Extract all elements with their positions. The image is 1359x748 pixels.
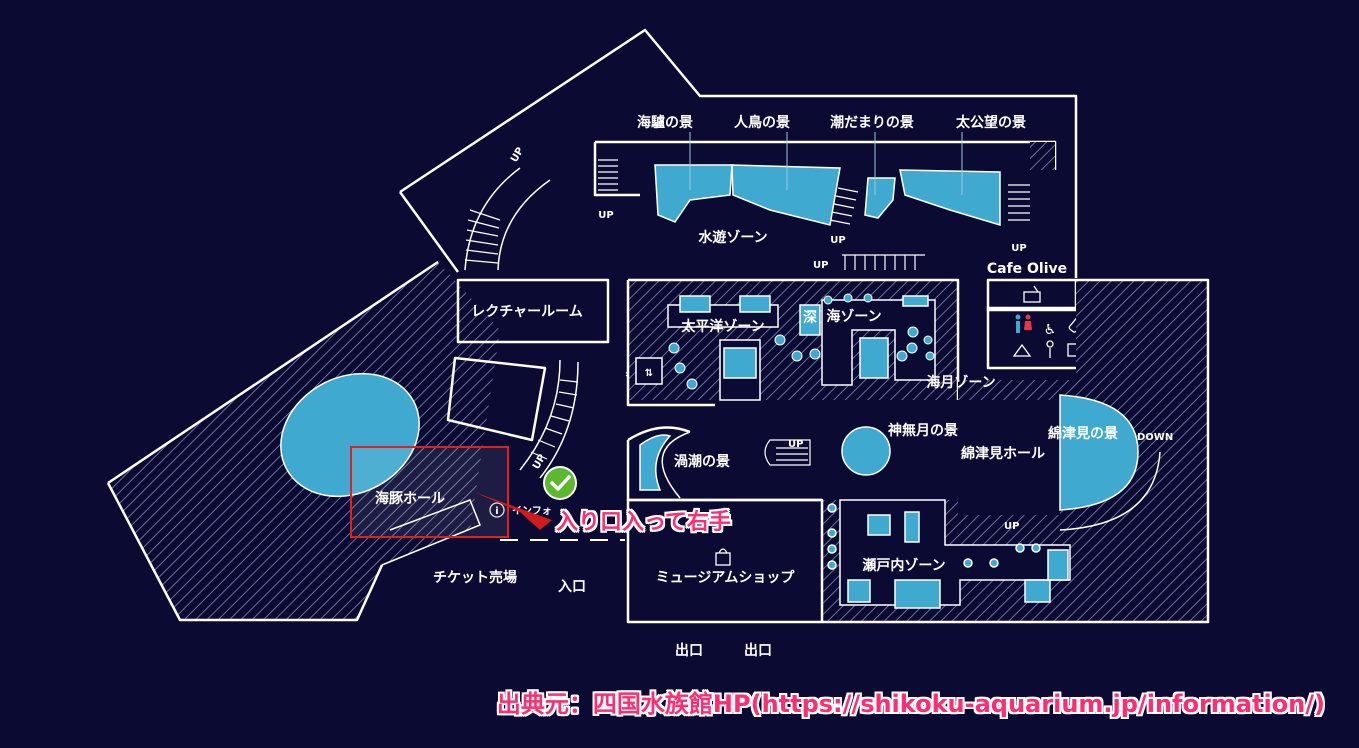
watatsumi-curve <box>1059 451 1161 531</box>
right-top-stairs <box>1008 184 1030 221</box>
label-kairo: 海驢の景 <box>637 114 693 131</box>
deep-tank <box>799 304 821 336</box>
watatsumi-tank <box>1059 394 1139 511</box>
highlight-box <box>350 446 509 538</box>
left-restroom-block <box>446 356 547 442</box>
shop-bag-icon <box>715 548 731 566</box>
svg-text:UP: UP <box>1011 243 1026 254</box>
label-watatsumi-kei: 綿津見の景 <box>1048 425 1118 442</box>
label-iruka: 海豚ホール <box>375 490 445 507</box>
checkmark-icon <box>543 466 577 500</box>
source-credit: 出典元：四国水族館HP(https://shikoku-aquarium.jp/… <box>496 690 1325 718</box>
watatsumi-hall-floor <box>850 400 1060 515</box>
penguin-tank <box>731 164 841 226</box>
right-zone-wall <box>822 278 1210 624</box>
label-cafe: Cafe Olive <box>987 261 1067 277</box>
person-icon <box>1046 340 1054 358</box>
label-umitsuki: 海月ゾーン <box>926 374 995 391</box>
pacific-tank-a <box>679 295 711 313</box>
label-uzushio: 渦潮の景 <box>674 453 730 470</box>
callout-text: 入り口入って右手 <box>556 510 731 535</box>
taikoubou-tank <box>899 169 1001 227</box>
label-umi: 海ゾーン <box>826 308 881 325</box>
cafe-room <box>986 278 1078 312</box>
label-info: インフォ <box>512 505 552 517</box>
horizontal-up-stairs <box>842 254 925 270</box>
label-shiodamari: 潮だまりの景 <box>830 114 914 131</box>
svg-text:DOWN: DOWN <box>1137 432 1173 443</box>
label-entrance: 入口 <box>558 579 586 595</box>
svg-text:UP: UP <box>531 453 548 472</box>
walkway-tank <box>723 347 757 379</box>
label-ticket: チケット売場 <box>433 569 517 586</box>
middle-zone-wall <box>626 278 960 407</box>
label-kannazuki: 神無月の景 <box>888 422 958 439</box>
upper-left-wall-inner <box>398 191 460 273</box>
museum-shop <box>626 498 824 624</box>
sea-zone-tank-b <box>902 295 929 307</box>
uzushio-tank <box>639 434 672 491</box>
label-setouchi: 瀬戸内ゾーン <box>862 557 945 574</box>
sea-zone-walkway <box>821 299 936 386</box>
svg-text:⇅: ⇅ <box>645 368 653 379</box>
left-curved-stairs <box>519 359 579 479</box>
setouchi-floor <box>839 499 1071 606</box>
lecture-room <box>456 278 610 344</box>
svg-text:UP: UP <box>598 210 613 221</box>
dolphin-hall-ramp <box>381 499 481 566</box>
cafe-icon <box>1023 285 1041 303</box>
svg-text:i: i <box>495 506 498 517</box>
label-jinchou: 人鳥の景 <box>734 114 790 131</box>
label-shop: ミュージアムショップ <box>656 570 796 586</box>
label-lecture: レクチャールーム <box>471 304 582 320</box>
svg-text:UP: UP <box>1004 521 1019 532</box>
pacific-tank-b <box>739 295 771 313</box>
label-exit-2: 出口 <box>744 642 772 659</box>
left-wing-wall <box>106 260 439 622</box>
label-taikoubou: 太公望の景 <box>956 114 1026 131</box>
upper-left-stairs <box>464 167 551 271</box>
top-label-leaders <box>689 132 963 195</box>
kannazuki-tank <box>841 426 891 476</box>
upper-left-wall <box>399 28 1078 278</box>
info-icon: i <box>489 502 505 518</box>
label-suiyuu: 水遊ゾーン <box>698 229 767 246</box>
sea-zone-tank <box>859 337 889 379</box>
restroom-icon <box>1015 314 1032 333</box>
callout-arrow <box>474 492 552 530</box>
top-right-hatch <box>1030 142 1055 170</box>
svg-text:›: › <box>625 369 629 380</box>
uzushio-curve <box>661 431 691 499</box>
svg-text:UP: UP <box>788 439 803 450</box>
label-shin: 深 <box>803 309 817 326</box>
middle-stairs <box>829 187 859 225</box>
svg-text:UP: UP <box>813 260 828 271</box>
dolphin-pool <box>280 372 420 498</box>
tidepool-tank <box>864 177 896 219</box>
svg-text:UP: UP <box>830 235 845 246</box>
center-up-stairs <box>764 439 811 466</box>
wheelchair-icon: ♿ <box>1044 322 1057 338</box>
sea-lion-tank <box>654 164 733 223</box>
label-watatsumi-hall: 綿津見ホール <box>961 445 1045 462</box>
baby-care-icon <box>1012 343 1032 357</box>
elevator-icon: ⇅ › <box>625 357 663 385</box>
label-exit-1: 出口 <box>675 642 703 659</box>
pacific-bubbles <box>668 293 935 390</box>
label-taiheiyou: 太平洋ゾーン <box>681 318 764 335</box>
svg-text:UP: UP <box>509 146 526 165</box>
setouchi-tanks <box>827 503 1069 609</box>
top-left-stairs <box>598 159 618 191</box>
